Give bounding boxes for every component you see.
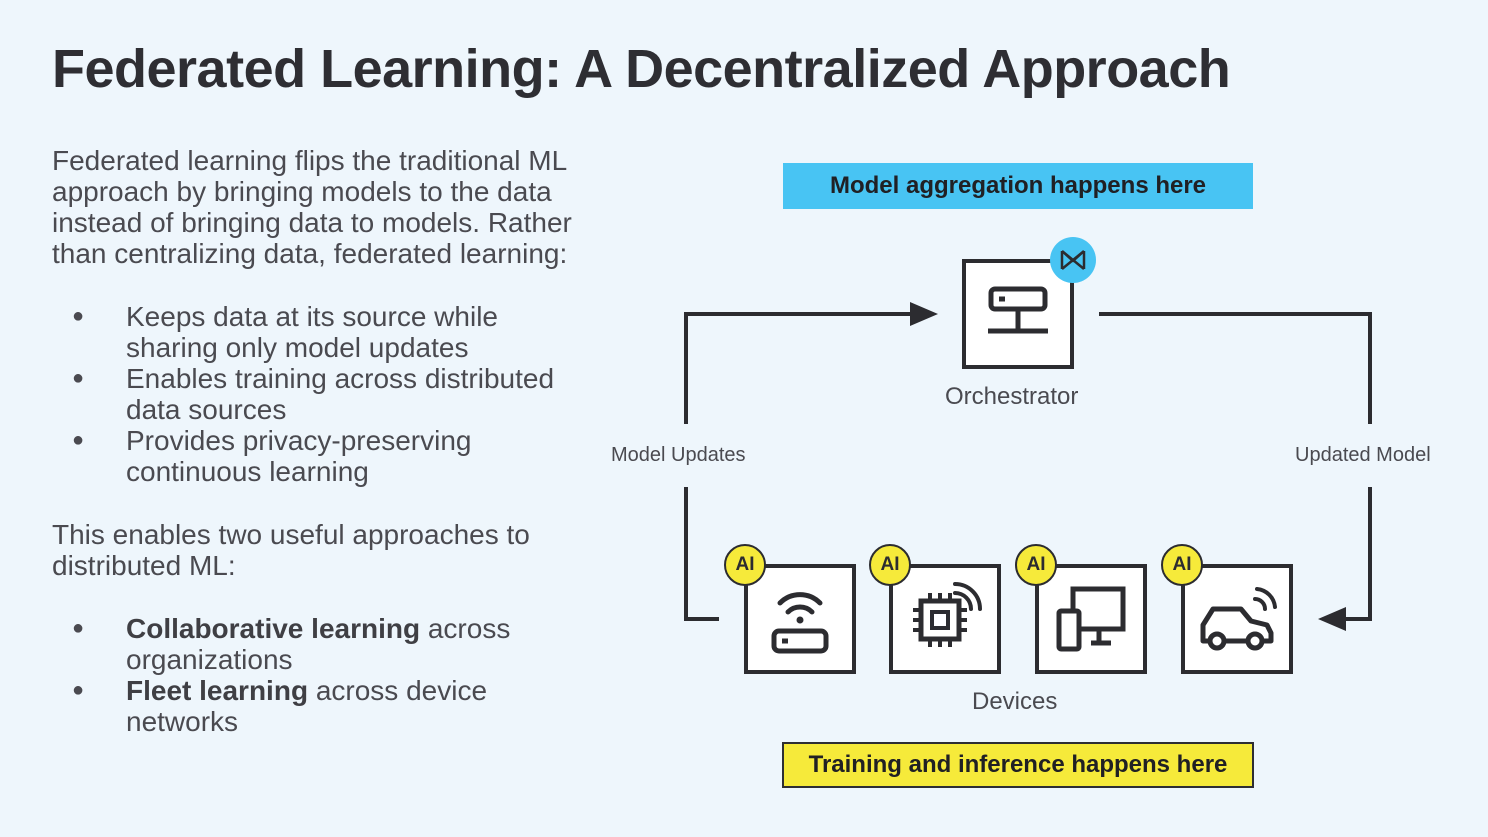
orchestrator-label: Orchestrator bbox=[945, 383, 1079, 410]
monitor-phone-icon bbox=[1056, 586, 1126, 652]
wifi-router-icon bbox=[771, 592, 829, 654]
page-title: Federated Learning: A Decentralized Appr… bbox=[52, 39, 1231, 99]
list-item: ●Enables training across distributed dat… bbox=[72, 363, 555, 425]
devices-label: Devices bbox=[972, 688, 1058, 715]
list-item: ●Fleet learning across device networks bbox=[72, 675, 488, 737]
chip-icon bbox=[913, 582, 982, 647]
ai-badge: AI bbox=[724, 544, 766, 586]
ai-badge: AI bbox=[1015, 544, 1057, 586]
bullet: ● bbox=[72, 679, 85, 701]
brand-logo-icon bbox=[1060, 250, 1086, 270]
approaches-intro: This enables two useful approaches to di… bbox=[52, 519, 530, 581]
ai-badge: AI bbox=[1161, 544, 1203, 586]
benefits-list: ●Keeps data at its source while sharing … bbox=[52, 301, 582, 487]
list-item: ●Collaborative learning across organizat… bbox=[72, 613, 511, 675]
updated-model-arrow-line bbox=[1099, 312, 1372, 424]
model-updates-arrow-line-upper bbox=[684, 312, 912, 424]
bullet: ● bbox=[72, 617, 85, 639]
approach-name: Collaborative learning bbox=[126, 613, 421, 644]
list-item: ●Keeps data at its source while sharing … bbox=[72, 301, 498, 363]
arrowhead-right bbox=[910, 302, 938, 326]
aggregation-banner: Model aggregation happens here bbox=[783, 163, 1253, 209]
ai-badge: AI bbox=[869, 544, 911, 586]
connected-car-icon bbox=[1200, 587, 1277, 651]
brand-badge bbox=[1050, 237, 1096, 283]
device-desktop bbox=[1035, 564, 1147, 674]
orchestrator-node bbox=[962, 259, 1074, 369]
device-chip bbox=[889, 564, 1001, 674]
device-car bbox=[1181, 564, 1293, 674]
model-updates-label: Model Updates bbox=[611, 444, 746, 466]
training-banner: Training and inference happens here bbox=[782, 742, 1254, 788]
updated-model-arrow-line-lower bbox=[1345, 487, 1372, 621]
approaches-list: ●Collaborative learning across organizat… bbox=[52, 613, 582, 737]
bullet: ● bbox=[72, 305, 85, 327]
description-column: Federated learning flips the traditional… bbox=[52, 145, 582, 737]
approach-name: Fleet learning bbox=[126, 675, 309, 706]
bullet: ● bbox=[72, 367, 85, 389]
bullet: ● bbox=[72, 429, 85, 451]
intro-text: Federated learning flips the traditional… bbox=[52, 145, 572, 269]
device-router bbox=[744, 564, 856, 674]
list-item: ●Provides privacy-preserving continuous … bbox=[72, 425, 472, 487]
updated-model-label: Updated Model bbox=[1295, 444, 1431, 466]
model-updates-arrow-line bbox=[684, 487, 719, 621]
server-icon bbox=[988, 286, 1048, 334]
arrowhead-left bbox=[1318, 607, 1346, 631]
